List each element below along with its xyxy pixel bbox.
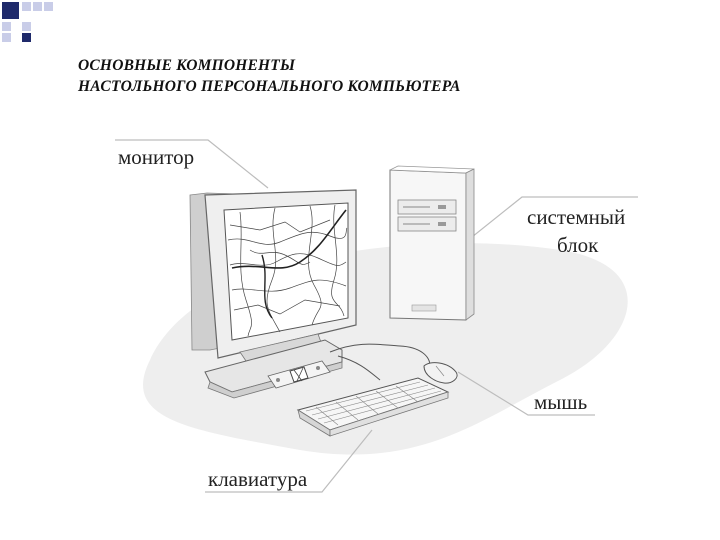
corner-square xyxy=(22,22,31,31)
cable xyxy=(337,355,381,381)
label-system-unit-line-1: системный xyxy=(527,205,626,229)
monitor-icon xyxy=(189,189,357,399)
keyboard-icon xyxy=(296,377,450,437)
label-mouse: мышь xyxy=(534,390,588,414)
callout-line-keyboard xyxy=(205,429,373,493)
title-line-1: ОСНОВНЫЕ КОМПОНЕНТЫ xyxy=(78,57,296,74)
title-line-2: НАСТОЛЬНОГО ПЕРСОНАЛЬНОГО КОМПЬЮТЕРА xyxy=(78,78,461,95)
corner-square xyxy=(22,2,31,11)
callout-line-monitor xyxy=(115,139,269,189)
corner-square xyxy=(2,2,19,19)
system-unit-icon xyxy=(389,165,475,321)
corner-square xyxy=(44,2,53,11)
callout-line-mouse xyxy=(457,371,595,416)
label-keyboard: клавиатура xyxy=(208,467,308,491)
mouse-icon xyxy=(423,362,458,384)
label-system-unit-line-2: блок xyxy=(557,233,599,257)
corner-square xyxy=(33,2,42,11)
label-monitor: монитор xyxy=(118,145,195,169)
corner-square xyxy=(2,22,11,31)
corner-square xyxy=(2,33,11,42)
corner-square xyxy=(22,33,31,42)
corner-decoration xyxy=(0,0,60,45)
cable xyxy=(329,343,431,367)
callout-line-system-unit xyxy=(461,196,638,246)
slide-title: ОСНОВНЫЕ КОМПОНЕНТЫ НАСТОЛЬНОГО ПЕРСОНАЛ… xyxy=(78,55,461,97)
